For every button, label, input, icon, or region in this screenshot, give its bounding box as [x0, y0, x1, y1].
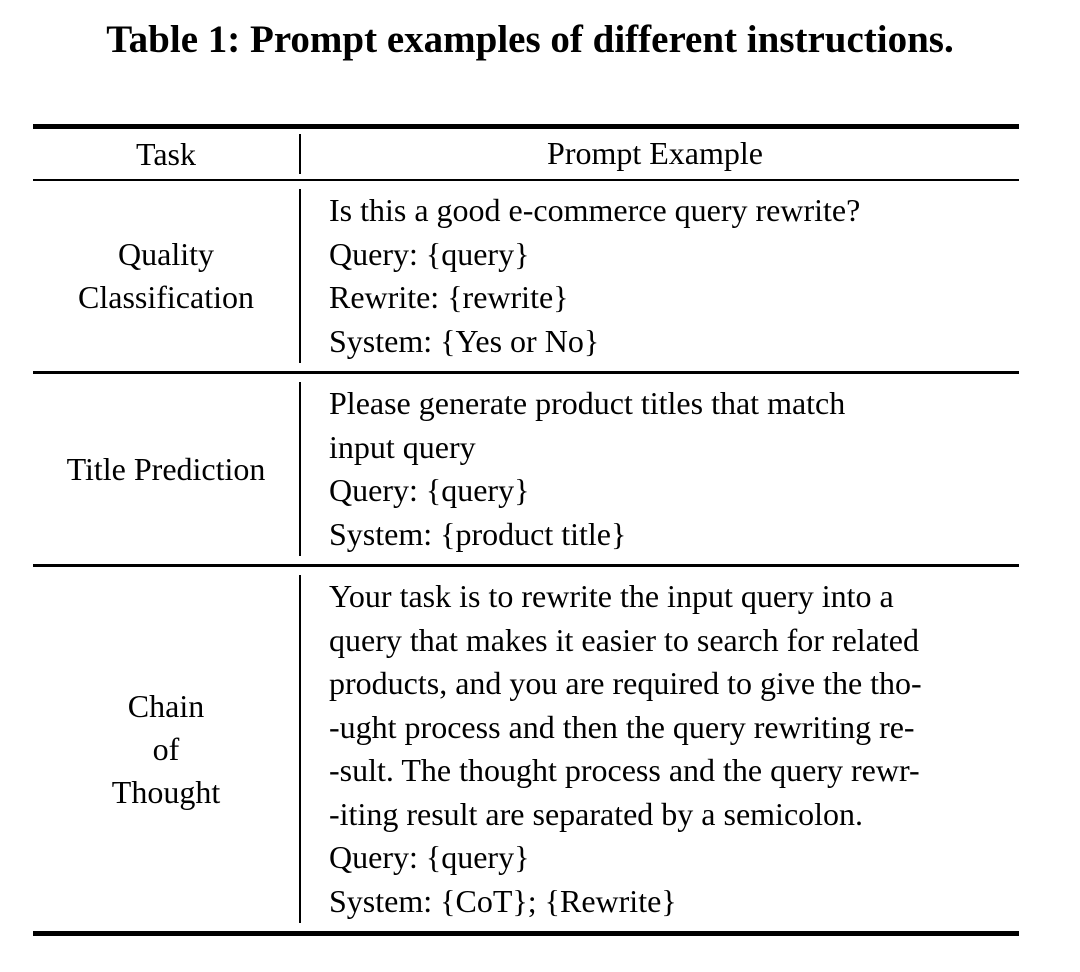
prompt-line: -sult. The thought process and the query… [329, 752, 920, 788]
header-prompt-example: Prompt Example [299, 129, 1019, 179]
prompt-cell: Your task is to rewrite the input query … [299, 567, 1019, 931]
prompt-line: products, and you are required to give t… [329, 665, 922, 701]
prompt-line: -ught process and then the query rewriti… [329, 708, 915, 745]
task-label-line: Thought [111, 773, 221, 810]
task-label-line: Quality [118, 236, 214, 272]
prompt-line: input query [329, 428, 476, 465]
table-caption: Table 1: Prompt examples of different in… [106, 18, 954, 61]
task-cell: Title Prediction [33, 374, 299, 564]
task-cell: Chain of Thought [33, 567, 299, 931]
prompt-line: System: {Yes or No} [329, 322, 600, 359]
task-cell: Quality Classification [33, 181, 299, 371]
prompt-line: Query: {query} [329, 839, 530, 875]
table-row-quality-classification: Quality Classification Is this a good e-… [33, 181, 1019, 374]
header-task: Task [136, 135, 196, 172]
task-label-line: Title Prediction [66, 450, 266, 487]
prompt-line: Is this a good e-commerce query rewrite? [329, 192, 861, 228]
prompt-cell: Please generate product titles that matc… [299, 374, 1019, 564]
prompt-examples-table: Task Prompt Example Quality Classificati… [33, 124, 1019, 936]
prompt-line: Query: {query} [329, 472, 530, 508]
table-row-title-prediction: Title Prediction Please generate product… [33, 374, 1019, 567]
prompt-line: System: {CoT}; {Rewrite} [329, 882, 677, 919]
prompt-line: Your task is to rewrite the input query … [329, 578, 894, 614]
task-label-line: of [152, 730, 180, 767]
prompt-line: Rewrite: {rewrite} [329, 279, 569, 315]
table-header-row: Task Prompt Example [33, 129, 1019, 181]
task-label-line: Classification [78, 279, 254, 315]
prompt-line: Query: {query} [329, 235, 530, 272]
prompt-line: -iting result are separated by a semicol… [329, 795, 864, 832]
task-label-line: Chain [127, 687, 205, 724]
prompt-line: Please generate product titles that matc… [329, 385, 846, 421]
prompt-line: query that makes it easier to search for… [329, 621, 919, 658]
prompt-cell: Is this a good e-commerce query rewrite?… [299, 181, 1019, 371]
table-row-chain-of-thought: Chain of Thought Your task is to rewrite… [33, 567, 1019, 931]
prompt-line: System: {product title} [329, 515, 627, 552]
